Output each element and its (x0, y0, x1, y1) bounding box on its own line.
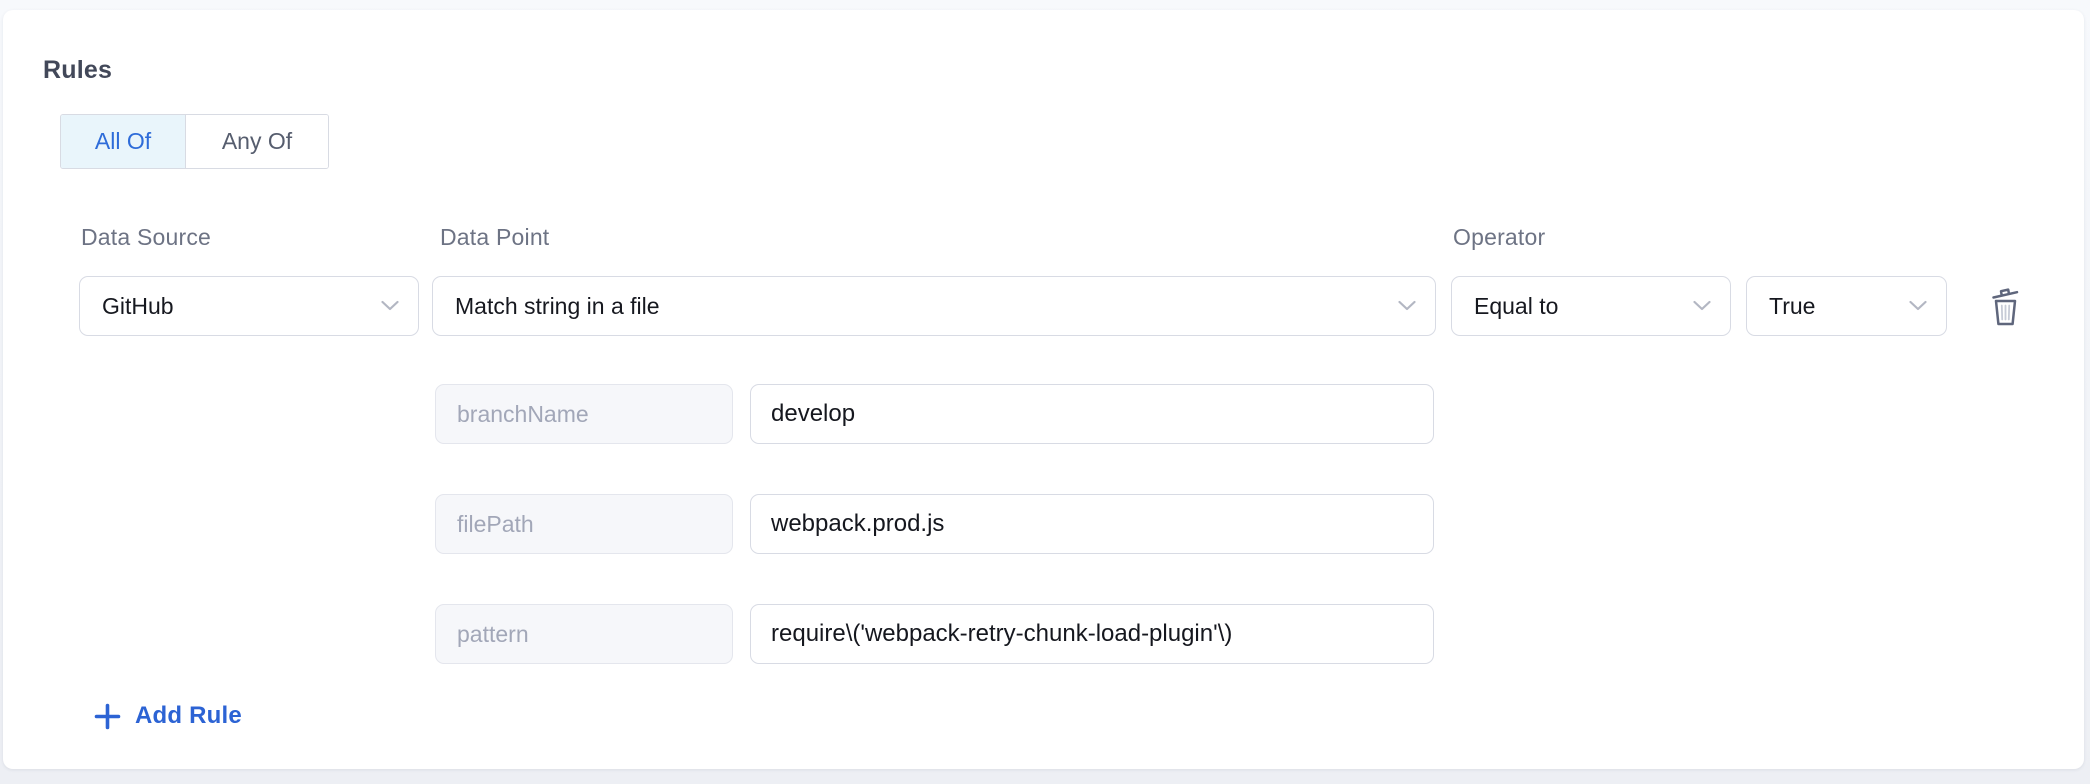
chevron-down-icon (1909, 300, 1927, 312)
chevron-down-icon (1693, 300, 1711, 312)
param-value-branchname-input[interactable] (750, 384, 1434, 444)
data-source-label: Data Source (81, 224, 212, 250)
chevron-down-icon (381, 300, 399, 312)
toggle-any-of[interactable]: Any Of (185, 115, 328, 168)
operand-select[interactable]: True (1746, 276, 1947, 336)
param-name-branchname: branchName (435, 384, 733, 444)
param-name-filepath: filePath (435, 494, 733, 554)
add-rule-button[interactable]: Add Rule (94, 702, 242, 730)
operator-label: Operator (1453, 224, 1546, 250)
operand-select-value: True (1769, 292, 1816, 319)
data-point-select[interactable]: Match string in a file (432, 276, 1436, 336)
add-rule-label: Add Rule (135, 702, 242, 729)
param-value-pattern-input[interactable] (750, 604, 1434, 664)
match-type-toggle: All Of Any Of (60, 114, 329, 169)
chevron-down-icon (1398, 300, 1416, 312)
plus-icon (94, 703, 121, 730)
data-point-label: Data Point (440, 224, 550, 250)
operator-select-value: Equal to (1474, 292, 1559, 319)
data-source-select-value: GitHub (102, 292, 174, 319)
trash-icon (1987, 284, 2024, 328)
data-point-select-value: Match string in a file (455, 292, 660, 319)
toggle-all-of[interactable]: All Of (61, 115, 185, 168)
param-name-pattern: pattern (435, 604, 733, 664)
data-source-select[interactable]: GitHub (79, 276, 419, 336)
delete-rule-button[interactable] (1979, 278, 2031, 334)
operator-select[interactable]: Equal to (1451, 276, 1731, 336)
rules-card: Rules All Of Any Of Data Source Data Poi… (3, 10, 2084, 769)
param-value-filepath-input[interactable] (750, 494, 1434, 554)
rules-section-title: Rules (43, 56, 113, 84)
